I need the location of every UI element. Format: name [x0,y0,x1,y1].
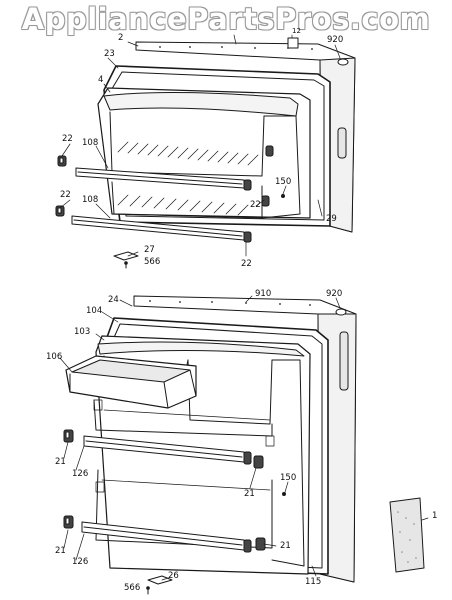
callout-label: 24 [108,295,119,305]
trim-panel-texture [397,511,417,563]
callout-label: 22 [241,259,252,269]
freezer-inner-liner [97,87,311,219]
callout-label: 126 [72,557,89,567]
fresh-liner-side [271,359,305,567]
callout-label: 920 [327,35,344,45]
fresh-cap-part [335,308,347,316]
callout-label: 26 [168,571,179,581]
freezer-upper-bin [109,111,265,177]
freezer-stop-bracket [113,251,139,261]
fresh-leader-lines [59,295,429,581]
fresh-shelf-bar-lower-line [83,526,243,546]
callout-label: 566 [144,257,161,267]
freezer-liner-side [261,115,301,219]
callout-label: 126 [72,469,89,479]
fresh-stop-screw-head [146,586,150,590]
freezer-stop-screw-head [124,261,128,265]
callout-label: 115 [305,577,322,587]
callout-label: 21 [280,541,291,551]
callout-label: 29 [326,214,337,224]
fresh-food-door-assembly [59,295,429,595]
callout-label: 22 [60,190,71,200]
freezer-plug-part [287,37,299,49]
callout-label: 150 [280,473,297,483]
callout-label: 22 [62,134,73,144]
callout-label: 910 [255,289,272,299]
callout-label: 150 [275,177,292,187]
callout-label: 21 [55,546,66,556]
callout-label: 920 [326,289,343,299]
fresh-shelf-recess [95,469,273,549]
freezer-end-clips [55,145,274,243]
callout-label: 27 [144,245,155,255]
fresh-stop-bracket [147,575,173,585]
fresh-rivets [149,300,311,306]
trim-panel-part [389,497,425,573]
callout-label: 23 [104,49,115,59]
callout-label: 21 [55,457,66,467]
freezer-lower-hatching [117,194,249,216]
callout-label: 21 [244,489,255,499]
callout-label: 1 [432,511,438,521]
callout-label: 566 [124,583,141,593]
freezer-cap-part [337,58,349,66]
freezer-leader-lines [59,34,341,257]
fresh-liner-detail [93,399,275,493]
callout-label: 2 [118,33,124,43]
freezer-liner-top-lip [103,91,299,117]
freezer-handle-slot [337,127,347,159]
callout-label: 4 [98,75,104,85]
freezer-shelf-bar-upper-line [77,171,243,185]
callout-label: 104 [86,306,103,316]
freezer-door-assembly [55,34,356,269]
freezer-screw [281,194,285,198]
fresh-handle-slot [339,331,349,391]
fresh-mid-recess [93,399,273,437]
callout-label: 108 [82,195,99,205]
freezer-upper-hatching [117,141,259,166]
callout-label: 22 [250,200,261,210]
callout-label: 108 [82,138,99,148]
fresh-end-clips [63,429,266,553]
fresh-liner-top-lip [97,341,305,357]
callout-label: 12 [292,27,301,35]
fresh-screw [282,492,286,496]
callout-label: 103 [74,327,91,337]
fresh-dairy-bin-door [163,369,197,409]
freezer-shelf-bar-lower-line [73,219,243,237]
callout-label: 106 [46,352,63,362]
fresh-shelf-bar-upper-line [85,440,243,458]
